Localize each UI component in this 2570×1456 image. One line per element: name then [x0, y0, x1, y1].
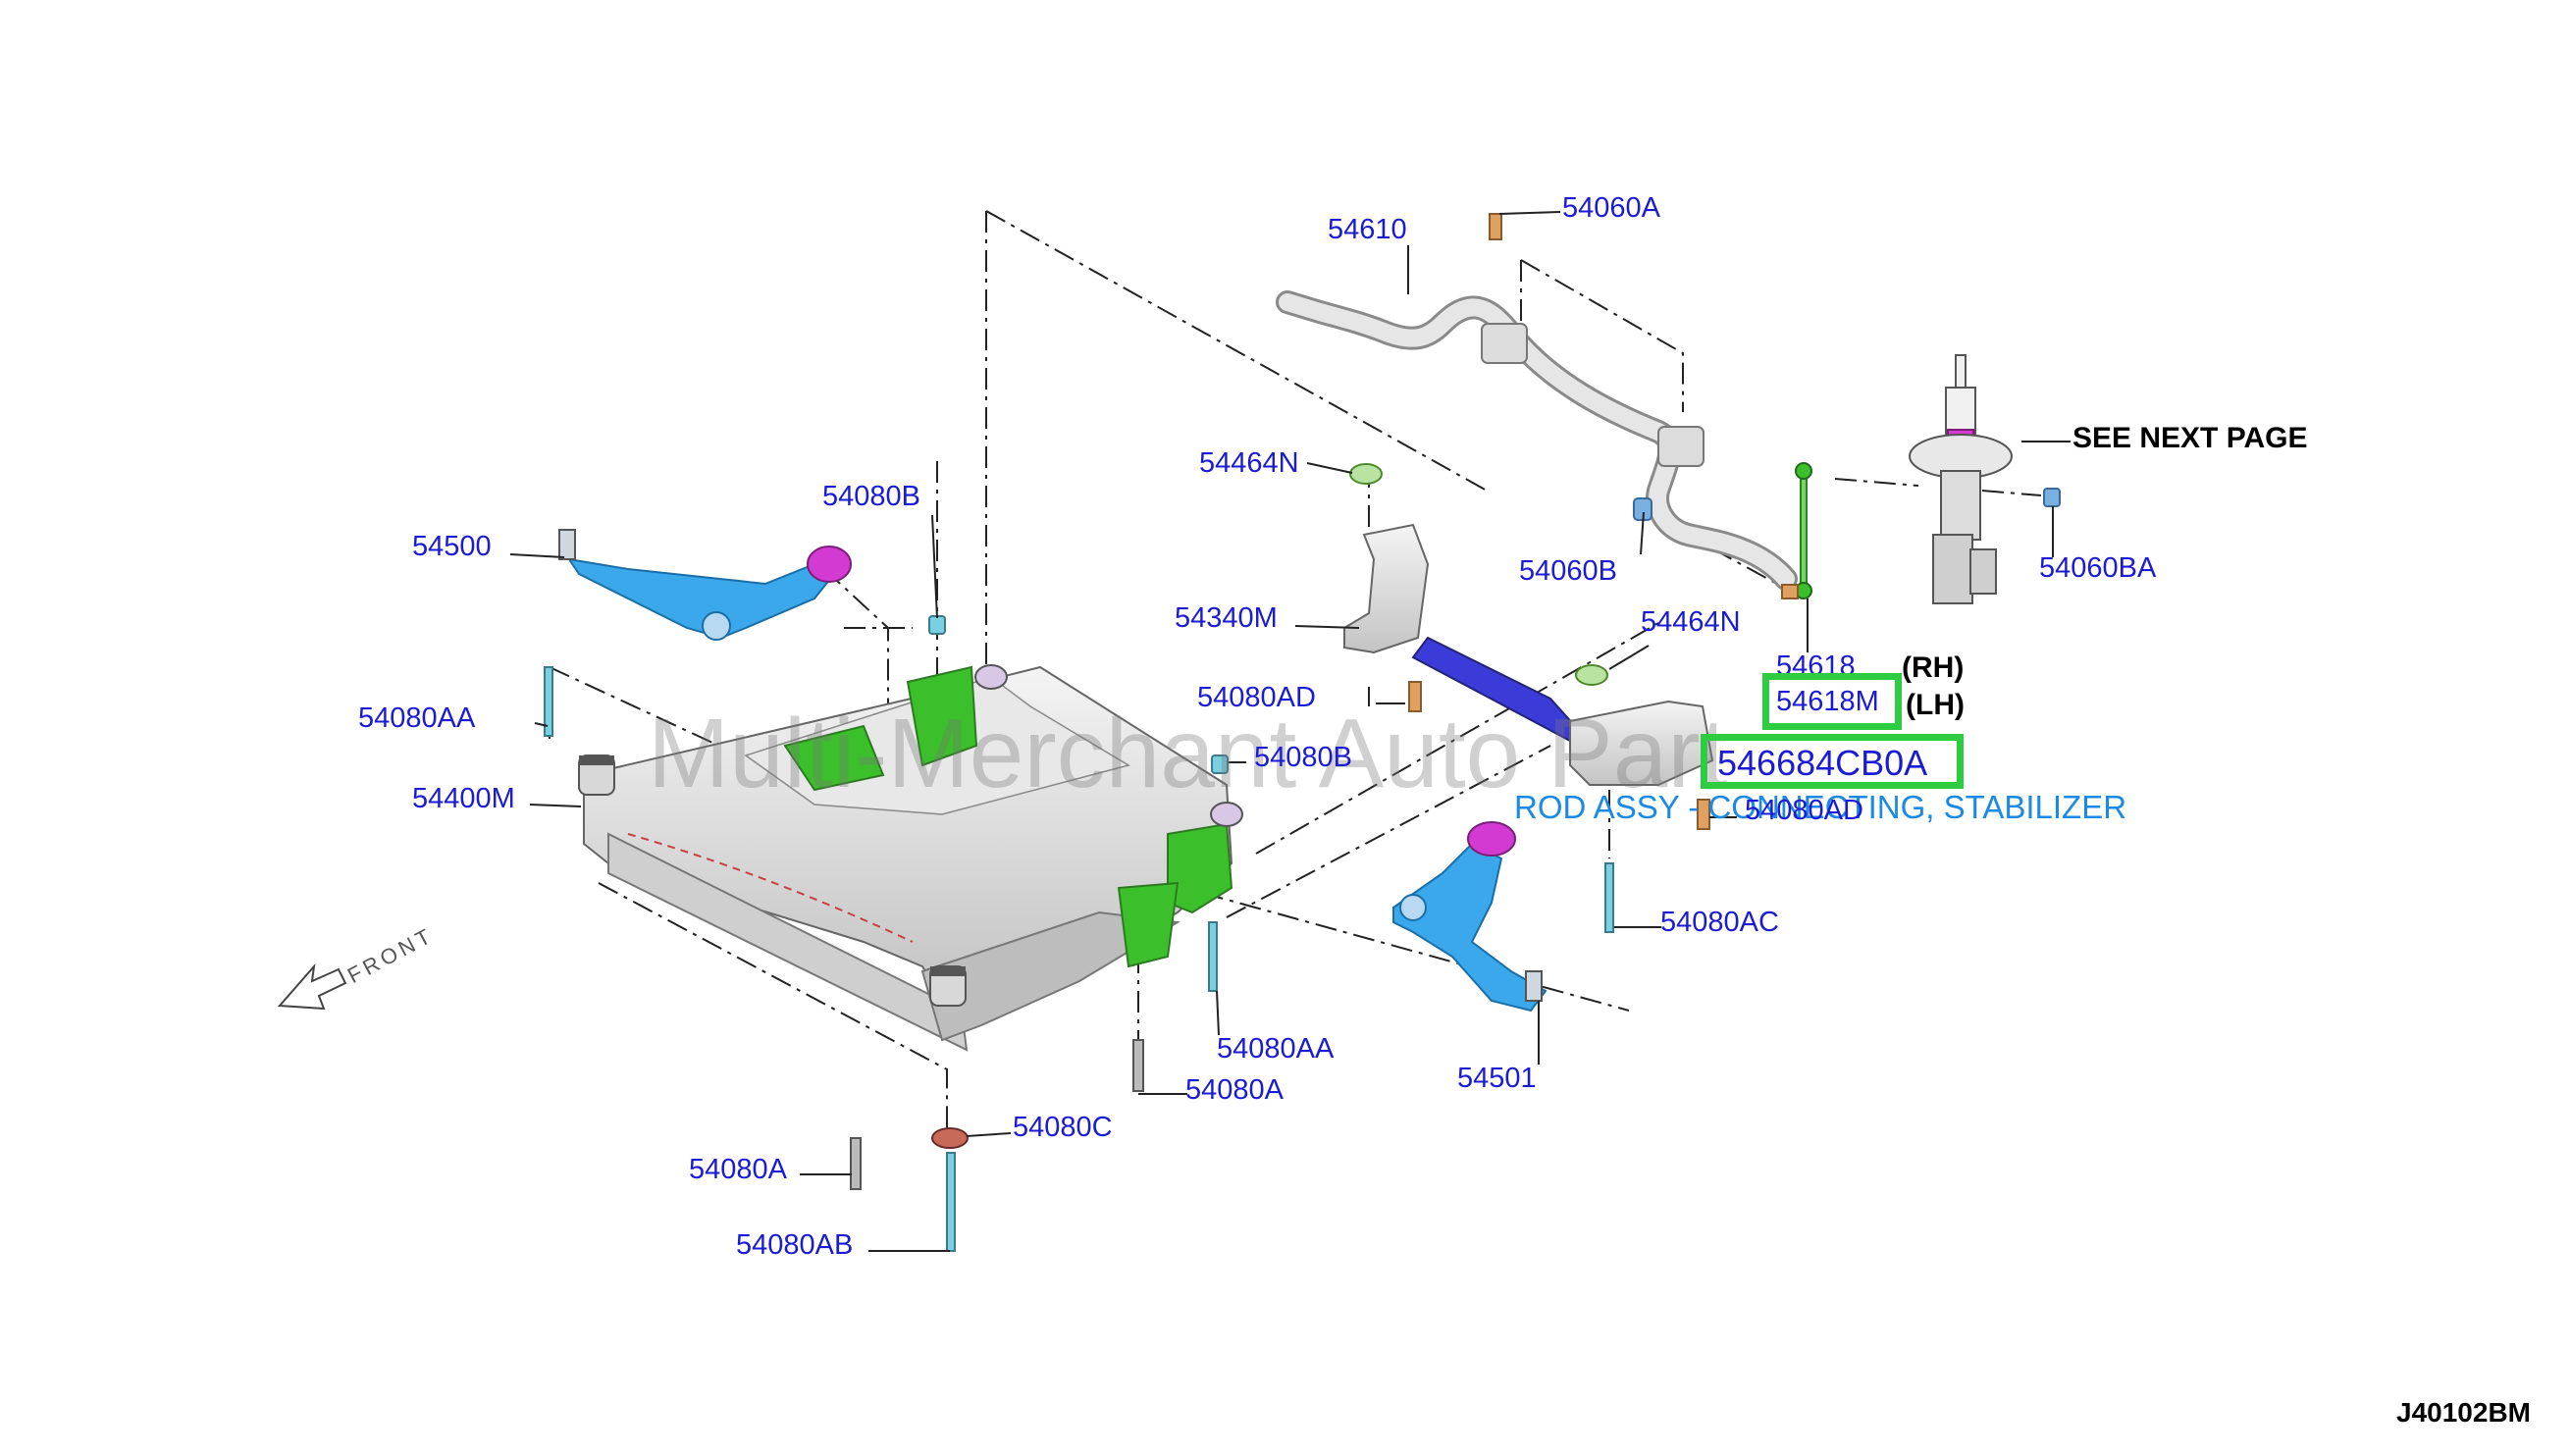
label-54500: 54500 — [412, 531, 492, 562]
label-54080AD-upper: 54080AD — [1197, 682, 1316, 713]
label-54080AD-lower: 54080AD — [1745, 795, 1863, 826]
front-strut — [1909, 354, 2013, 604]
label-54060A: 54060A — [1562, 192, 1660, 224]
label-54400M: 54400M — [412, 783, 515, 814]
label-54080AA-right: 54080AA — [1217, 1033, 1335, 1065]
see-next-page: SEE NEXT PAGE — [2072, 422, 2308, 454]
label-54080AC: 54080AC — [1660, 907, 1779, 938]
front-arrow-icon — [277, 962, 347, 1011]
label-54080AA-left: 54080AA — [358, 702, 476, 734]
diagram-code: J40102BM — [2396, 1397, 2531, 1428]
fasteners — [544, 615, 1710, 1252]
bolt-54060A — [1489, 213, 1502, 240]
leader-lines — [509, 211, 2071, 1252]
label-rh: (RH) — [1902, 651, 1965, 684]
nut-54060BA — [2043, 488, 2061, 507]
watermark: Multi-Merchant Auto Part — [648, 699, 1728, 808]
label-lh: (LH) — [1906, 689, 1965, 721]
label-54080AB: 54080AB — [736, 1229, 854, 1261]
label-54618M: 54618M — [1776, 686, 1879, 717]
label-54080C: 54080C — [1013, 1112, 1113, 1143]
rear-member-assy — [1343, 523, 1714, 786]
label-54080A-left: 54080A — [689, 1154, 787, 1185]
label-54501: 54501 — [1457, 1063, 1537, 1094]
front-subframe — [578, 664, 1243, 1052]
lower-control-arm-right — [1392, 821, 1547, 1013]
stabilizer-bar — [1276, 290, 1798, 591]
label-54060BA: 54060BA — [2039, 552, 2157, 584]
label-54464N-lower: 54464N — [1641, 606, 1741, 638]
label-54610: 54610 — [1328, 214, 1407, 245]
highlight-box-54618M — [1762, 673, 1902, 730]
washer-54464N-lower — [1575, 664, 1608, 686]
lower-control-arm-left — [558, 529, 852, 641]
label-54080B-lower: 54080B — [1254, 742, 1352, 773]
label-54464N-upper: 54464N — [1199, 447, 1299, 479]
highlight-box-part-number — [1701, 734, 1964, 789]
label-54340M: 54340M — [1175, 602, 1278, 634]
label-54080B-upper: 54080B — [822, 481, 920, 512]
highlighted-part-number[interactable]: 546684CB0A — [1717, 743, 1928, 783]
label-54060B: 54060B — [1519, 555, 1617, 587]
stabilizer-link — [1781, 462, 1812, 599]
label-54080A-center: 54080A — [1185, 1074, 1284, 1106]
highlighted-part-description: ROD ASSY - CONNECTING, STABILIZER — [1514, 789, 2127, 825]
washer-54464N-upper — [1349, 463, 1383, 485]
